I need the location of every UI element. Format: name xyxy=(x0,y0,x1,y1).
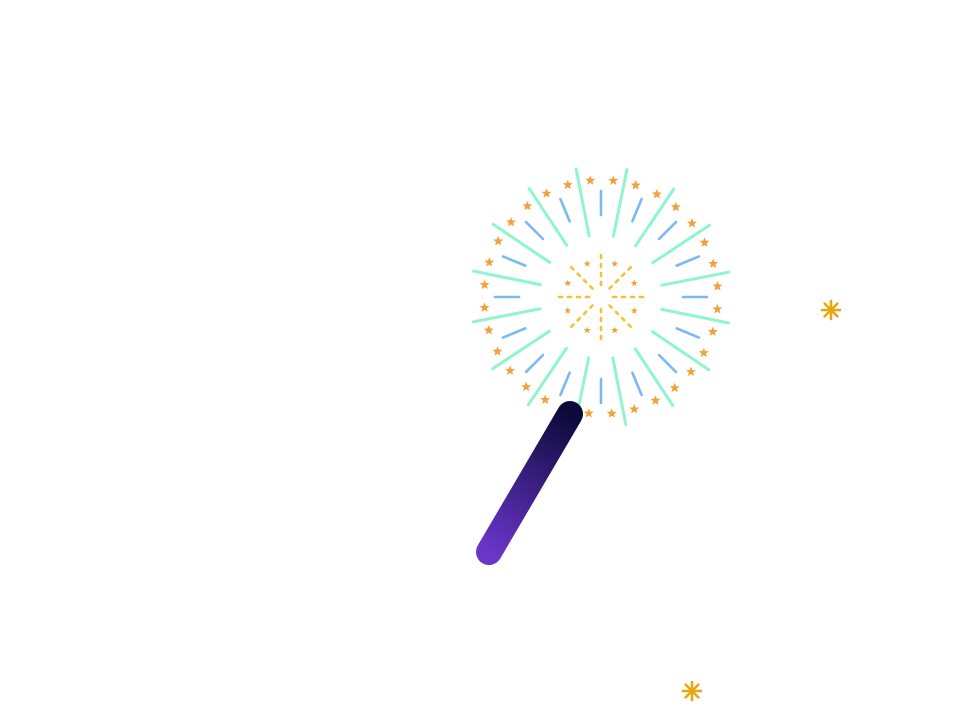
inner-ray-group xyxy=(493,189,709,405)
outer-ray xyxy=(650,330,711,372)
inner-star xyxy=(630,279,638,287)
ring-star xyxy=(699,237,710,247)
ring-star xyxy=(651,188,662,199)
outer-ray xyxy=(611,168,629,238)
ring-star xyxy=(562,179,573,190)
ring-star xyxy=(479,302,490,312)
ring-star xyxy=(708,258,719,268)
center-dash xyxy=(570,266,594,290)
outer-ray xyxy=(633,347,675,407)
ring-star xyxy=(541,188,552,198)
ring-star xyxy=(505,365,516,375)
inner-ray xyxy=(631,197,643,223)
inner-ray xyxy=(501,255,527,267)
inner-ray xyxy=(559,371,571,397)
ring-star xyxy=(686,366,696,377)
inner-star-group xyxy=(564,260,638,334)
outer-ray xyxy=(526,346,568,407)
inner-star xyxy=(611,326,619,334)
center-dash-group xyxy=(557,253,645,341)
outer-ray xyxy=(611,356,628,427)
ring-star xyxy=(583,408,594,418)
center-dash xyxy=(608,304,632,328)
inner-star xyxy=(564,279,572,287)
ring-star xyxy=(483,325,494,335)
ring-star xyxy=(540,394,551,405)
ring-star xyxy=(712,281,723,291)
ring-star xyxy=(479,279,490,289)
outer-ray xyxy=(471,307,542,324)
inner-ray xyxy=(631,371,643,397)
ring-star xyxy=(608,175,619,185)
ring-star xyxy=(707,326,718,336)
center-dash xyxy=(570,304,594,328)
ring-star xyxy=(630,180,641,190)
ring-star xyxy=(521,381,532,392)
outer-ray xyxy=(472,269,542,287)
inner-star xyxy=(583,326,591,334)
ring-star xyxy=(629,403,640,414)
outer-ray xyxy=(651,223,711,265)
ring-star xyxy=(522,200,533,211)
ring-star xyxy=(585,175,596,185)
ring-star xyxy=(493,235,504,246)
magic-wand-icon xyxy=(476,401,583,565)
inner-star xyxy=(611,260,619,267)
ring-star xyxy=(506,216,516,227)
asterisk-sparkle-icon xyxy=(820,299,842,321)
inner-ray xyxy=(675,255,701,267)
ring-star xyxy=(484,257,495,267)
center-dash xyxy=(608,266,632,290)
outer-ray xyxy=(491,329,551,371)
outer-ray xyxy=(574,167,591,238)
inner-star xyxy=(630,307,638,314)
outer-ray xyxy=(660,270,731,287)
outer-ray xyxy=(491,222,552,264)
firework-burst-icon xyxy=(471,167,731,427)
ring-star xyxy=(686,218,697,228)
inner-star xyxy=(564,307,572,314)
outer-ray xyxy=(660,307,730,325)
inner-ray xyxy=(657,220,678,241)
inner-ray xyxy=(524,220,545,241)
inner-ray xyxy=(675,327,701,339)
outer-ray xyxy=(527,187,569,247)
asterisk-sparkle-icon xyxy=(681,680,703,702)
outer-ray-group xyxy=(471,167,731,427)
inner-ray xyxy=(559,197,571,223)
ring-star xyxy=(670,201,681,212)
inner-ray xyxy=(501,327,527,339)
inner-ray xyxy=(524,353,545,374)
inner-ray xyxy=(657,353,678,374)
ring-star xyxy=(669,382,680,393)
ring-star xyxy=(606,408,617,418)
inner-star xyxy=(583,260,591,267)
ring-star xyxy=(492,346,503,356)
sparkle-stroke xyxy=(684,683,700,699)
star-ring-group xyxy=(479,175,723,418)
outer-ray xyxy=(634,187,676,248)
sparkle-stroke xyxy=(823,302,839,318)
ring-star xyxy=(698,347,709,358)
ring-star xyxy=(712,304,723,314)
ring-star xyxy=(650,395,661,405)
